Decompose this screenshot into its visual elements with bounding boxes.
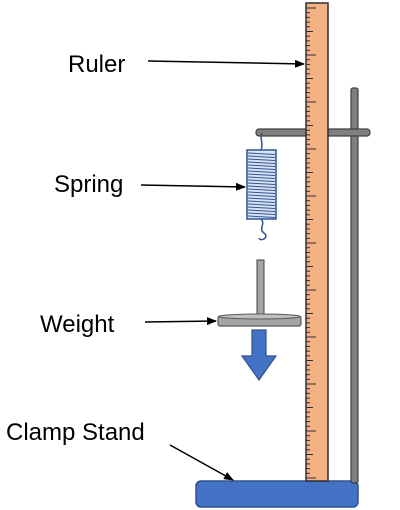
ruler-ticks <box>306 7 316 479</box>
weight-disc <box>217 313 302 327</box>
spring-coil <box>247 152 276 155</box>
stand-rod <box>350 87 359 484</box>
pointer-weight <box>144 317 217 326</box>
spring-bottom-hook <box>258 218 267 241</box>
spring-coil <box>247 209 276 212</box>
weight-force-arrow <box>240 329 278 382</box>
spring-top-hook <box>260 132 263 151</box>
spring-coil <box>247 191 276 194</box>
spring-coil <box>247 206 276 209</box>
pointer-spring <box>140 182 246 191</box>
spring-coil <box>247 170 276 173</box>
spring-coil <box>247 197 276 200</box>
label-spring: Spring <box>54 171 123 198</box>
label-weight: Weight <box>40 311 115 338</box>
ruler <box>305 2 329 482</box>
spring-coil <box>247 200 276 203</box>
clamp-stand-base <box>195 480 359 508</box>
spring <box>246 149 277 220</box>
spring-coil <box>247 185 276 188</box>
spring-coil <box>247 161 276 164</box>
spring-coil <box>247 215 276 218</box>
spring-coil <box>247 164 276 167</box>
spring-coil <box>247 179 276 182</box>
label-clamp-stand: Clamp Stand <box>6 419 145 446</box>
spring-coil <box>247 194 276 197</box>
spring-coil <box>247 176 276 179</box>
label-ruler: Ruler <box>68 51 125 78</box>
spring-coil <box>247 158 276 161</box>
spring-coil <box>247 173 276 176</box>
spring-coil <box>247 212 276 215</box>
spring-coil <box>247 203 276 206</box>
spring-coil <box>247 182 276 185</box>
pointer-ruler <box>147 59 305 68</box>
spring-coil <box>247 167 276 170</box>
spring-coil <box>247 155 276 158</box>
spring-coil <box>247 188 276 191</box>
pointer-clamp-stand <box>169 444 234 481</box>
weight-hanger-rod <box>256 259 265 317</box>
